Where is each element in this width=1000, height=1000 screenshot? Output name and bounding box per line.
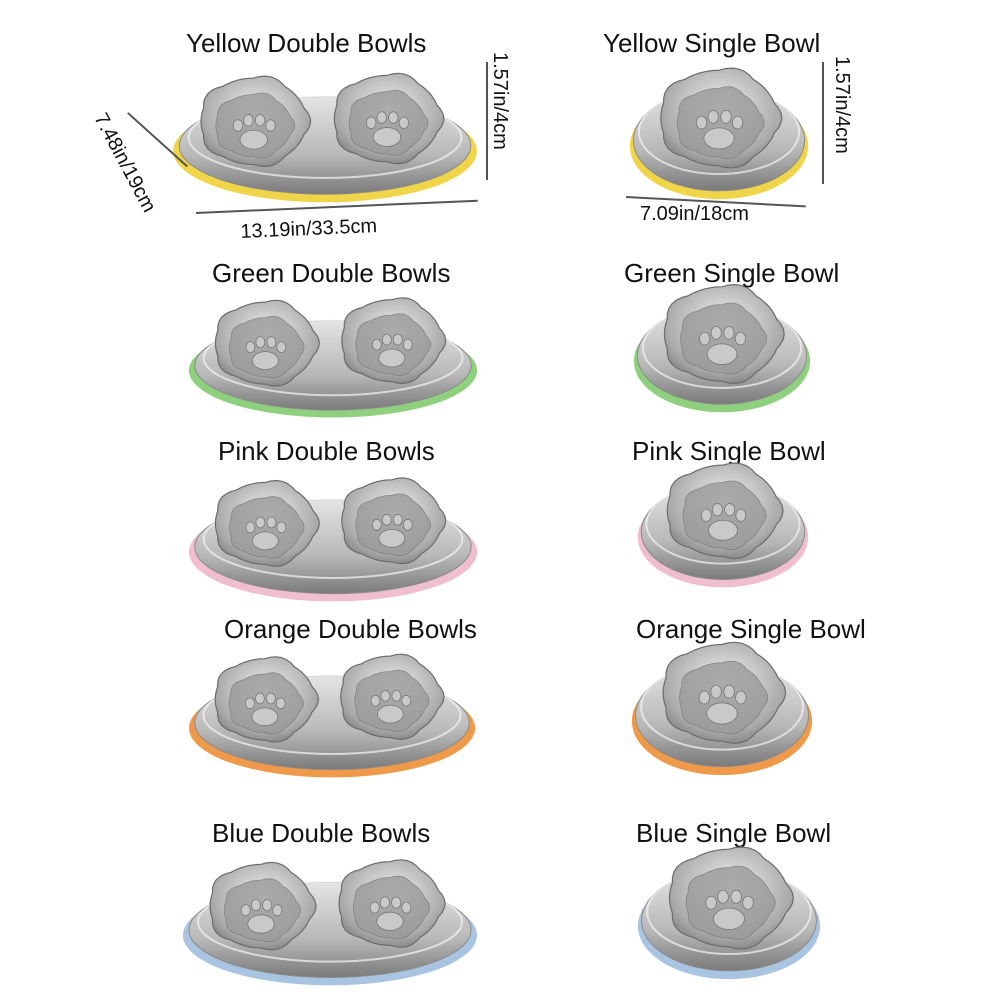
single-height-dimension-line xyxy=(822,62,824,184)
label-pink-single: Pink Single Bowl xyxy=(632,436,826,466)
label-blue-double: Blue Double Bowls xyxy=(212,818,431,848)
yellow-single-bowl xyxy=(628,62,810,202)
single-height-dimension: 1.57in/4cm xyxy=(831,56,853,154)
label-orange-double: Orange Double Bowls xyxy=(224,614,477,644)
label-blue-single: Blue Single Bowl xyxy=(636,818,832,848)
orange-single-bowl xyxy=(630,636,814,778)
green-single-bowl xyxy=(632,280,812,415)
yellow-double-bowl xyxy=(170,70,480,205)
double-height-dimension-line xyxy=(486,62,488,180)
green-double-bowl xyxy=(186,296,480,420)
label-green-double: Green Double Bowls xyxy=(212,258,451,288)
label-orange-single: Orange Single Bowl xyxy=(636,614,866,644)
label-yellow-double: Yellow Double Bowls xyxy=(186,28,427,58)
label-pink-double: Pink Double Bowls xyxy=(218,436,435,466)
label-green-single: Green Single Bowl xyxy=(624,258,840,288)
pink-single-bowl xyxy=(636,458,810,590)
pink-double-bowl xyxy=(186,474,480,604)
orange-double-bowl xyxy=(186,650,478,780)
blue-double-bowl xyxy=(180,856,480,988)
blue-single-bowl xyxy=(636,842,822,982)
single-diameter-dimension: 7.09in/18cm xyxy=(640,203,749,225)
label-yellow-single: Yellow Single Bowl xyxy=(603,28,821,58)
double-length-dimension: 13.19in/33.5cm xyxy=(239,215,378,243)
double-height-dimension: 1.57in/4cm xyxy=(489,52,511,150)
double-width-dimension: 7.48in/19cm xyxy=(89,109,161,217)
